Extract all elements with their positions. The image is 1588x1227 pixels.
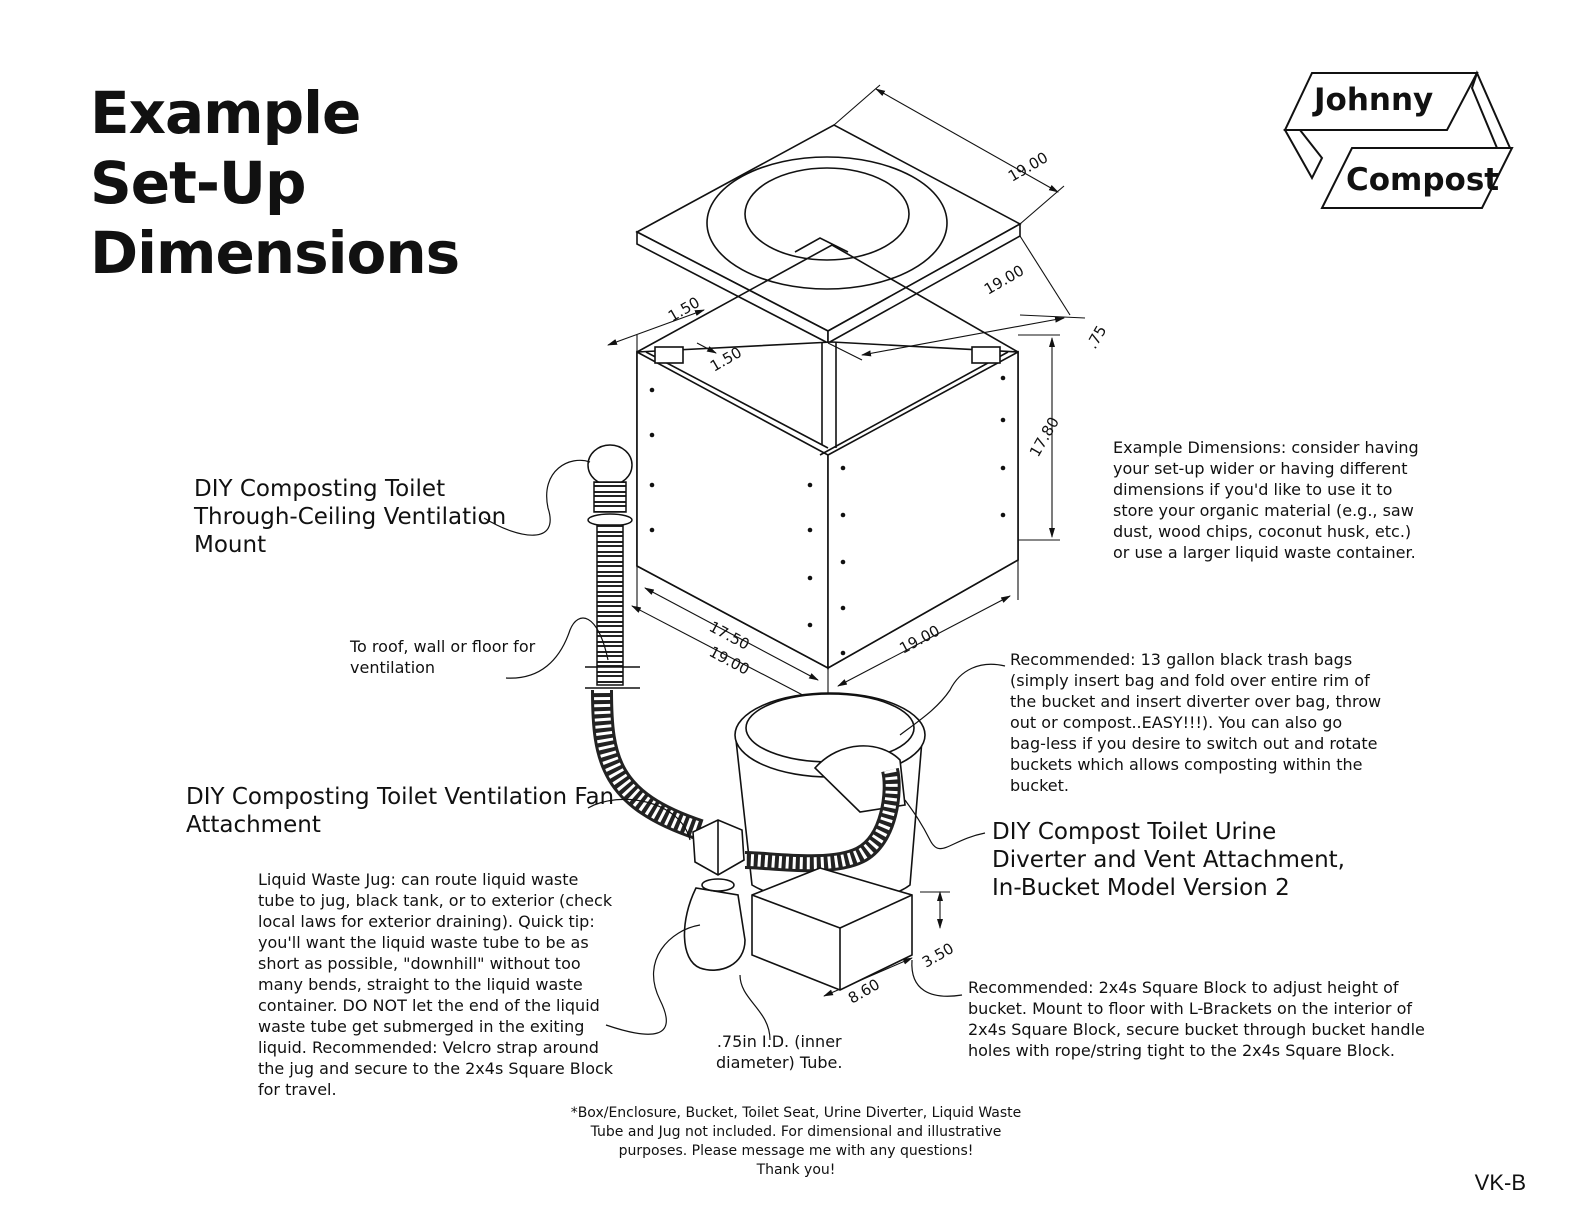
ventilation-hose bbox=[585, 444, 704, 841]
title-line-1: Example bbox=[90, 79, 361, 147]
dim-box-height: 17.80 bbox=[1026, 414, 1063, 460]
dim-seat-thickness: .75 bbox=[1083, 322, 1111, 352]
bucket bbox=[734, 692, 926, 904]
title-line-3: Dimensions bbox=[90, 219, 460, 287]
dimension-texts: 19.00 19.00 .75 1.50 1.50 17.80 17.50 19… bbox=[665, 148, 1110, 1007]
leader-lines bbox=[483, 459, 1006, 1041]
logo-word-johnny: Johnny bbox=[1314, 82, 1434, 118]
sheet-code: VK-B bbox=[1474, 1170, 1526, 1195]
dim-box-side: 19.00 bbox=[896, 621, 942, 657]
square-block bbox=[751, 867, 913, 991]
box-enclosure bbox=[636, 244, 1019, 670]
label-fan-attachment: DIY Composting Toilet Ventilation Fan At… bbox=[186, 784, 615, 838]
footnote: *Box/Enclosure, Bucket, Toilet Seat, Uri… bbox=[570, 1105, 1022, 1178]
logo-word-compost: Compost bbox=[1346, 162, 1500, 198]
label-ventilation-mount: DIY Composting Toilet Through-Ceiling Ve… bbox=[194, 476, 507, 558]
logo-ribbon-shape bbox=[1283, 70, 1514, 209]
dim-leg-a: 1.50 bbox=[665, 293, 703, 325]
label-tube: .75in I.D. (inner diameter) Tube. bbox=[716, 1032, 843, 1072]
liquid-jug bbox=[683, 878, 746, 971]
dim-block-height: 3.50 bbox=[919, 939, 957, 971]
label-trash-bags: Recommended: 13 gallon black trash bags … bbox=[1010, 650, 1382, 795]
dim-seat-depth: 19.00 bbox=[981, 261, 1027, 298]
fan-attachment bbox=[692, 819, 745, 876]
label-to-roof: To roof, wall or floor for ventilation bbox=[350, 637, 536, 677]
page-title: Example Set-Up Dimensions bbox=[90, 78, 460, 288]
label-liquid-jug: Liquid Waste Jug: can route liquid waste… bbox=[258, 870, 614, 1099]
johnny-compost-logo: Johnny Compost bbox=[1282, 68, 1522, 218]
title-line-2: Set-Up bbox=[90, 149, 307, 217]
dim-seat-width: 19.00 bbox=[1005, 148, 1051, 185]
label-urine-diverter: DIY Compost Toilet Urine Diverter and Ve… bbox=[992, 819, 1345, 901]
label-square-block: Recommended: 2x4s Square Block to adjust… bbox=[968, 978, 1425, 1060]
label-example-dimensions: Example Dimensions: consider having your… bbox=[1113, 438, 1419, 562]
